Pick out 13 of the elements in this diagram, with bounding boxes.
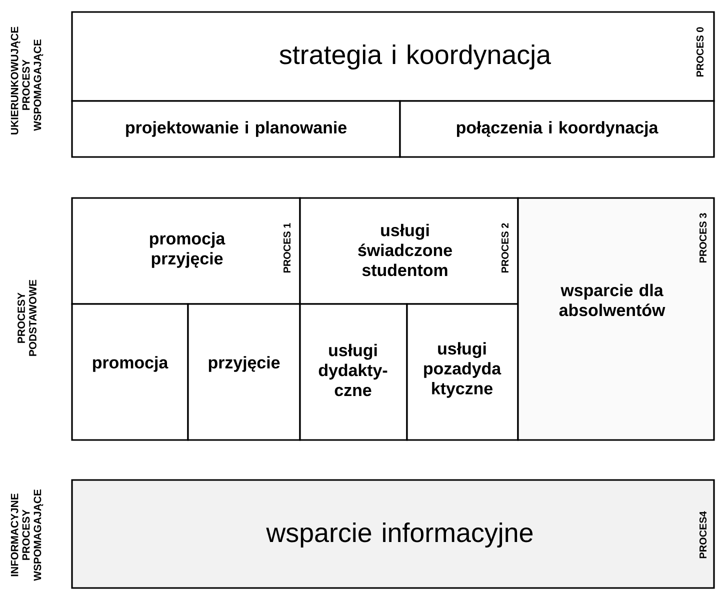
- process-box: połączenia i koordynacja: [399, 100, 715, 158]
- side-label: PROCESY PODSTAWOWE: [18, 280, 36, 356]
- process-box: wsparcie informacyjne PROCES4: [71, 479, 715, 589]
- process-box: promocja: [71, 303, 189, 441]
- process-box: usługi pozadyda ktyczne: [406, 303, 519, 441]
- process-box: wsparcie dla absolwentów PROCES 3: [517, 197, 715, 441]
- process-box: projektowanie i planowanie: [71, 100, 401, 158]
- side-label: INFORMACYJNE PROCESY WSPOMAGAJĄCE: [10, 490, 44, 581]
- process-box: usługi świadczone studentom PROCES 2: [299, 197, 519, 305]
- process-box: promocja przyjęcie PROCES 1: [71, 197, 301, 305]
- side-label: UKIERUNKOWUJĄCE PROCESY WSPOMAGAJĄCE: [10, 26, 44, 134]
- process-box: usługi dydakty- czne: [299, 303, 408, 441]
- process-box: przyjęcie: [187, 303, 301, 441]
